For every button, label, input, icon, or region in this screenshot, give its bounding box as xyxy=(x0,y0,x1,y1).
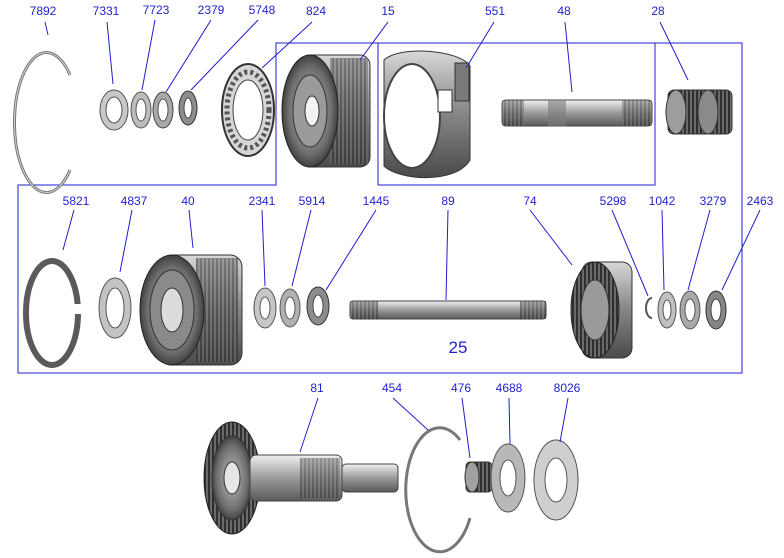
callout-label: 2463 xyxy=(746,194,774,208)
callout-label: 5914 xyxy=(298,194,326,208)
part-81-output-shaft xyxy=(203,421,399,535)
part-2379-bearing-race xyxy=(152,91,174,129)
part-5298-snap-ring xyxy=(645,297,653,319)
part-4837-thrust-washer xyxy=(98,277,132,339)
part-7331-thrust-washer xyxy=(99,89,129,131)
callout-label: 1445 xyxy=(362,194,390,208)
part-5914-bearing-race xyxy=(279,288,301,328)
part-7892-snap-ring xyxy=(13,51,72,194)
callout-label: 40 xyxy=(181,194,195,208)
callout-label: 7723 xyxy=(142,3,170,17)
part-454-snap-ring xyxy=(404,426,472,554)
callout-label: 48 xyxy=(557,4,571,18)
callout-label: 1042 xyxy=(648,194,676,208)
part-5821-snap-ring xyxy=(23,258,86,368)
part-40-clutch-drum xyxy=(139,254,243,366)
callout-label: 7331 xyxy=(92,4,120,18)
part-28-planetary-gear xyxy=(665,89,733,135)
part-5748-thrust-bearing xyxy=(178,90,198,126)
callout-label: 4837 xyxy=(120,194,148,208)
part-1445-thrust-bearing xyxy=(306,286,330,326)
part-48-shaft xyxy=(501,99,653,127)
callout-label: 454 xyxy=(381,381,403,395)
callout-label: 74 xyxy=(523,194,537,208)
leader-lines xyxy=(44,19,761,459)
callout-label: 81 xyxy=(310,381,324,395)
callout-label: 5748 xyxy=(248,3,276,17)
assembly-number-label: 25 xyxy=(448,338,468,357)
callout-label: 15 xyxy=(381,4,395,18)
part-824-roller-clutch xyxy=(221,63,275,157)
part-74-ring-gear xyxy=(570,261,633,359)
callout-label: 476 xyxy=(450,381,472,395)
part-2341-thrust-washer xyxy=(253,287,277,329)
callout-label: 2379 xyxy=(197,3,225,17)
callout-label: 8026 xyxy=(553,381,581,395)
callout-label: 4688 xyxy=(495,381,523,395)
callout-label: 2341 xyxy=(248,194,276,208)
part-7723-thrust-washer xyxy=(130,91,152,129)
callout-label: 5298 xyxy=(599,194,627,208)
callout-label: 89 xyxy=(441,194,455,208)
part-15-forward-clutch-drum xyxy=(281,54,371,168)
callout-label: 5821 xyxy=(62,194,90,208)
part-4688-thrust-washer xyxy=(490,443,526,513)
part-3279-bearing-race xyxy=(679,290,701,330)
callout-label: 551 xyxy=(484,4,506,18)
callout-label: 824 xyxy=(305,4,327,18)
part-551-band xyxy=(383,50,471,179)
part-89-input-shaft xyxy=(349,300,547,320)
callout-label: 28 xyxy=(651,4,665,18)
assembly-group-outline xyxy=(17,42,743,374)
part-476-gear xyxy=(464,461,493,493)
callout-label: 3279 xyxy=(699,194,727,208)
callout-label: 7892 xyxy=(29,4,57,18)
part-1042-thrust-washer xyxy=(657,291,677,329)
part-2463-thrust-bearing xyxy=(705,290,727,330)
part-8026-thrust-plate xyxy=(533,439,579,521)
